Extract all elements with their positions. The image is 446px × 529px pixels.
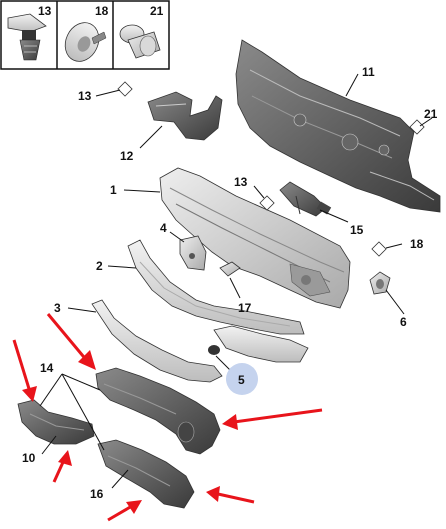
callout-6: 6 xyxy=(400,315,407,329)
callout-21: 21 xyxy=(424,107,438,121)
thumbnail-13: 13 xyxy=(7,4,52,61)
fastener-marker-21 xyxy=(409,119,425,135)
part-6-grommet xyxy=(369,271,391,295)
thumbnail-label: 21 xyxy=(150,4,164,18)
callout-1: 1 xyxy=(110,183,117,197)
arrow-icon xyxy=(12,339,37,402)
arrow-icon xyxy=(206,486,255,504)
part-10-side-panel xyxy=(17,399,95,445)
callout-13-top: 13 xyxy=(78,89,92,103)
part-11-bulkhead-upper xyxy=(235,39,441,213)
highlight-arrows xyxy=(12,313,323,522)
highlight-badge xyxy=(226,363,258,395)
fastener-marker-13-top xyxy=(117,81,133,97)
part-3-insulation-lower xyxy=(91,299,309,383)
thumbnail-strip: 13 18 21 xyxy=(0,0,170,70)
leader-lines xyxy=(39,73,433,489)
callout-15: 15 xyxy=(350,223,364,237)
part-14-lower-panel xyxy=(95,367,221,455)
part-17-clip xyxy=(219,261,241,277)
callout-13-mid: 13 xyxy=(234,175,248,189)
callout-12: 12 xyxy=(120,149,134,163)
callout-labels: 13 12 11 21 1 13 15 4 18 2 17 6 3 5 14 1… xyxy=(22,65,438,501)
arrow-icon xyxy=(46,313,96,370)
callout-4: 4 xyxy=(160,221,167,235)
callout-3: 3 xyxy=(54,301,61,315)
arrow-icon xyxy=(222,408,323,430)
fastener-marker-18 xyxy=(371,241,387,257)
part-1-scuttle-panel xyxy=(159,167,351,309)
round-plug-icon xyxy=(64,22,107,62)
callout-11: 11 xyxy=(362,65,375,79)
fastener-markers xyxy=(117,81,425,257)
callout-14: 14 xyxy=(40,361,54,375)
rivet-clip-icon xyxy=(119,24,161,59)
part-4-bracket xyxy=(179,235,207,271)
part-15-fitting xyxy=(279,181,332,217)
part-16-bottom-panel xyxy=(97,439,195,509)
thumbnail-18: 18 xyxy=(64,4,109,62)
callout-16: 16 xyxy=(90,487,104,501)
arrow-icon xyxy=(52,450,72,483)
callout-10: 10 xyxy=(22,451,36,465)
push-clip-icon xyxy=(7,13,47,61)
thumbnail-label: 13 xyxy=(38,4,52,18)
arrow-icon xyxy=(107,500,142,522)
thumbnail-21: 21 xyxy=(119,4,164,59)
fastener-marker-13-mid xyxy=(259,195,275,211)
callout-17: 17 xyxy=(238,301,252,315)
callout-2: 2 xyxy=(96,259,103,273)
part-5-grommet xyxy=(208,345,220,355)
part-2-insulation xyxy=(127,239,305,335)
part-12-bracket xyxy=(147,91,223,141)
callout-18: 18 xyxy=(410,237,424,251)
callout-5: 5 xyxy=(238,373,245,387)
thumbnail-label: 18 xyxy=(95,4,109,18)
